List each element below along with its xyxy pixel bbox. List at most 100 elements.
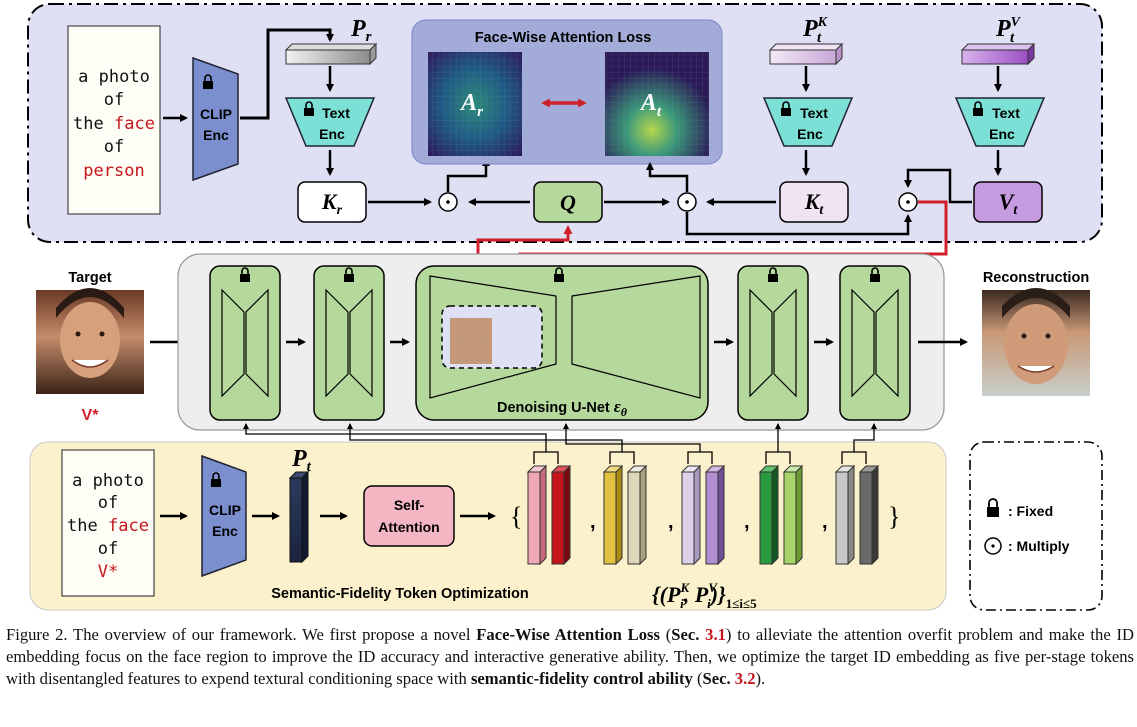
unet-theta: θ — [621, 405, 628, 419]
unet-epsilon: ε — [614, 397, 621, 416]
token-separator: , — [668, 511, 674, 533]
optimization-label: Semantic-Fidelity Token Optimization — [271, 586, 529, 602]
lock-icon — [240, 267, 250, 282]
lock-icon — [344, 267, 354, 282]
unet-block-2 — [313, 265, 385, 421]
token-pair-1 — [526, 464, 572, 566]
p-r-label: P — [350, 16, 366, 42]
p-t-k-subscript: t — [817, 30, 822, 46]
multiply-node-t — [677, 192, 697, 212]
prompt-line: of — [98, 493, 118, 513]
p-t-subscript: t — [307, 459, 312, 475]
text-enc-label: Enc — [797, 126, 823, 142]
token-separator: , — [744, 511, 750, 533]
k-r-label: K — [321, 189, 338, 214]
text-enc-label: Enc — [319, 126, 345, 142]
prompt-line: a photo — [72, 471, 144, 491]
svg-text:the face: the face — [73, 114, 155, 134]
text-encoder-r: Text Enc — [284, 97, 376, 147]
unet-block-5 — [839, 265, 911, 421]
target-face-image — [36, 288, 144, 394]
caption-section-ref[interactable]: 3.2 — [734, 669, 756, 688]
attention-title: Face-Wise Attention Loss — [475, 30, 652, 46]
unet-middle-block: Denoising U-Net εθ — [415, 265, 709, 421]
k-r-subscript: r — [337, 203, 343, 218]
token-routing — [243, 423, 877, 464]
text-encoder-t-v: Text Enc — [954, 97, 1046, 147]
query-q: Q — [533, 181, 603, 223]
lock-icon — [304, 101, 314, 116]
prompt-card-top: a photo of the face of person — [67, 25, 161, 215]
token-separator: , — [590, 511, 596, 533]
p-t-v-subscript: t — [1010, 30, 1015, 46]
clip-label: CLIP — [209, 502, 241, 518]
a-r-label: A — [459, 90, 477, 116]
text-encoder-t-k: Text Enc — [762, 97, 854, 147]
multiply-node-v — [898, 192, 918, 212]
prompt-highlight: person — [83, 161, 144, 181]
svg-text:PVt: PVt — [995, 15, 1022, 46]
prompt-line: of — [98, 539, 118, 559]
legend-multiply-label: : Multiply — [1008, 538, 1070, 554]
caption-bold: Sec. — [702, 669, 731, 688]
target-label: Target — [68, 270, 111, 286]
svg-text:Ar: Ar — [459, 90, 483, 120]
caption-bold: Face-Wise Attention Loss — [476, 625, 660, 644]
p-t-label: P — [291, 446, 307, 472]
token-p-t — [288, 470, 310, 564]
text-enc-label: Text — [322, 105, 350, 121]
token-p-t-v — [960, 42, 1036, 66]
lock-icon — [870, 267, 880, 282]
unet-block-4 — [737, 265, 809, 421]
p-t-k-label: P — [802, 16, 818, 42]
svg-text:PKt: PKt — [802, 15, 829, 46]
caption-text: The overview of our framework. We first … — [67, 625, 477, 644]
lock-icon — [781, 101, 791, 116]
multiply-node-r — [438, 192, 458, 212]
prompt-card-bottom: a photo of the face of V* — [61, 449, 155, 597]
svg-text:Vt: Vt — [999, 189, 1019, 218]
k-t-label: K — [804, 189, 821, 214]
p-r-subscript: r — [366, 29, 372, 45]
multiply-icon — [984, 537, 1002, 555]
key-k-r: Kr — [297, 181, 367, 223]
q-label: Q — [560, 190, 576, 215]
caption-bold: semantic-fidelity control ability — [470, 669, 693, 688]
reconstruction-face-image — [982, 288, 1090, 396]
svg-text:At: At — [639, 90, 662, 120]
caption-text: ) to alleviate the attention overfit pro… — [6, 625, 1134, 688]
clip-encoder-top: CLIP Enc — [192, 56, 239, 182]
text-enc-label: Enc — [989, 126, 1015, 142]
face-wise-attention-loss-panel: Face-Wise Attention Loss Ar At — [411, 19, 723, 165]
lock-icon — [554, 267, 564, 282]
text-enc-label: Text — [800, 105, 828, 121]
token-optimization-panel — [29, 441, 947, 611]
prompt-line: the — [67, 516, 108, 536]
p-t-v-superscript: V — [1011, 15, 1022, 30]
prompt-highlight: face — [108, 516, 149, 536]
self-attention-label: Attention — [378, 519, 439, 535]
clip-encoder-bottom: CLIP Enc — [201, 454, 247, 578]
key-k-t: Kt — [779, 181, 849, 223]
framework-figure: a photo of the face of person CLIP Enc P… — [27, 3, 1103, 611]
token-pair-3 — [680, 464, 726, 566]
svg-text:Pr: Pr — [350, 16, 372, 45]
legend-fixed-label: : Fixed — [1008, 503, 1053, 519]
self-attention-label: Self- — [394, 497, 425, 513]
token-p-r — [284, 42, 378, 66]
lock-icon — [768, 267, 778, 282]
caption-text: ). — [755, 669, 766, 688]
caption-text: ( — [692, 669, 703, 688]
caption-section-ref[interactable]: 3.1 — [705, 625, 726, 644]
caption-bold: Sec. — [671, 625, 700, 644]
a-t-label: A — [639, 90, 657, 116]
svg-text:Kr: Kr — [321, 189, 343, 218]
lock-icon — [987, 498, 999, 517]
svg-text:the face: the face — [67, 516, 149, 536]
token-pair-2 — [602, 464, 648, 566]
unet-block-1 — [209, 265, 281, 421]
reconstruction-label: Reconstruction — [983, 270, 1089, 286]
prompt-highlight: V* — [98, 562, 118, 582]
unet-label: Denoising U-Net — [497, 400, 614, 416]
